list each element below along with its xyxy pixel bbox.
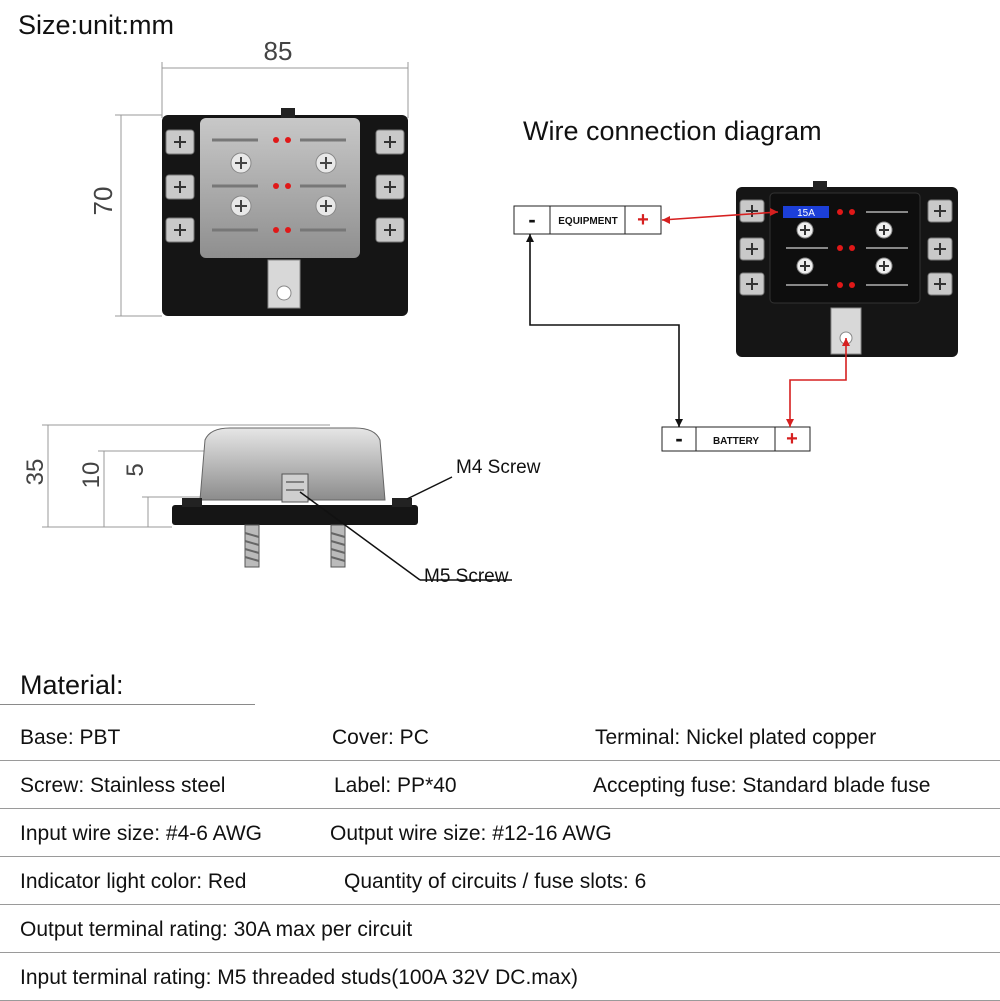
dim-35-label: 35: [22, 459, 49, 486]
dim-width-label: 85: [264, 36, 293, 66]
top-view-fuse-box: 85 70: [88, 36, 409, 317]
spec-indicator-color: Indicator light color: Red: [20, 870, 247, 893]
equipment-minus: -: [528, 207, 535, 232]
spec-screw: Screw: Stainless steel: [20, 774, 226, 797]
spec-input-wire: Input wire size: #4-6 AWG: [20, 822, 262, 845]
spec-output-rating: Output terminal rating: 30A max per circ…: [20, 918, 413, 941]
spec-label: Label: PP*40: [334, 774, 457, 797]
m5-stud-plate: [267, 259, 301, 309]
spec-cover: Cover: PC: [332, 726, 429, 749]
material-row: Input terminal rating: M5 threaded studs…: [0, 952, 1000, 1001]
battery-minus: -: [675, 426, 682, 451]
spec-input-rating: Input terminal rating: M5 threaded studs…: [20, 966, 578, 989]
wiring-diagram: - EQUIPMENT + - BATTERY + 15A: [513, 181, 958, 452]
material-row: Base: PBT Cover: PC Terminal: Nickel pla…: [0, 712, 1000, 761]
battery-label: BATTERY: [713, 436, 759, 447]
battery-box: [661, 426, 811, 452]
material-row: Output terminal rating: 30A max per circ…: [0, 904, 1000, 953]
side-base: [172, 505, 418, 525]
spec-terminal: Terminal: Nickel plated copper: [595, 726, 877, 749]
indicator-leds: [273, 137, 291, 233]
wire-diagram-title: Wire connection diagram: [523, 116, 822, 146]
battery-plus: +: [786, 428, 798, 450]
spec-accepting-fuse: Accepting fuse: Standard blade fuse: [593, 774, 931, 797]
spec-circuit-quantity: Quantity of circuits / fuse slots: 6: [344, 870, 647, 893]
side-cover: [199, 427, 386, 501]
drawing-area: 85 70: [22, 36, 958, 587]
top-tab: [281, 108, 295, 118]
material-row: Screw: Stainless steel Label: PP*40 Acce…: [0, 760, 1000, 809]
positive-wires: [661, 211, 847, 427]
m4-callout-line: [406, 476, 453, 500]
dim-5-label: 5: [122, 463, 149, 476]
size-unit-title: Size:unit:mm: [18, 10, 175, 40]
material-title: Material:: [20, 670, 124, 700]
equipment-box: [513, 205, 662, 235]
material-row: Indicator light color: Red Quantity of c…: [0, 856, 1000, 905]
material-row: Input wire size: #4-6 AWG Output wire si…: [0, 808, 1000, 857]
material-divider: [0, 704, 255, 705]
equipment-plus: +: [637, 209, 649, 231]
drawings-svg: 85 70: [22, 36, 958, 587]
dim-height-label: 70: [88, 187, 118, 216]
dim-10-label: 10: [78, 462, 105, 489]
negative-wire: [529, 234, 680, 427]
fuse-15a: [783, 206, 829, 218]
m5-callout-line: [299, 491, 421, 581]
spec-output-wire: Output wire size: #12-16 AWG: [330, 822, 612, 845]
m4-screw-label: M4 Screw: [456, 457, 541, 478]
equipment-label: EQUIPMENT: [558, 216, 617, 227]
m5-screw-label: M5 Screw: [424, 566, 509, 587]
fuse-rating-label: 15A: [797, 208, 815, 219]
spec-base: Base: PBT: [20, 726, 121, 749]
side-view-fuse-box: 35 10 5 M4 Screw M5 Screw: [22, 424, 541, 587]
